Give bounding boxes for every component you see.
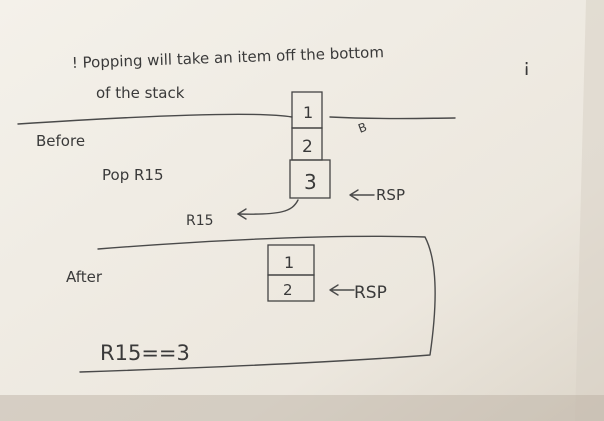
arrow-left-icon [237,208,247,220]
before-instruction: Pop R15 [102,166,164,184]
before-rsp-label: RSP [376,186,405,204]
header-end-mark: ¡ [523,56,530,77]
after-label: After [66,268,103,286]
after-rsp-label: RSP [354,283,387,303]
header-line-2: of the stack [96,84,185,102]
after-stack-value: 1 [284,253,294,272]
after-stack-value: 2 [283,281,293,299]
before-label: Before [36,132,85,150]
before-region-outline [17,113,293,125]
result-text: R15==3 [100,341,190,365]
before-stack: 1 2 3 [289,91,331,199]
before-stack-value: 3 [304,170,317,194]
before-stack-value: 2 [302,137,313,157]
after-rsp-pointer: RSP [329,283,387,303]
arrow-left-icon [349,189,375,201]
pop-arrow [237,199,299,215]
before-stack-value: 1 [303,103,313,122]
popped-target-label: R15 [186,213,214,229]
after-region-outline [79,235,436,373]
before-stack-cell [289,159,331,199]
before-rsp-pointer: RSP [349,186,405,204]
after-stack-cell [267,274,315,302]
paper-edge-right [575,0,604,421]
paper-bottom-shadow [0,395,604,421]
arrow-left-icon [329,284,355,296]
after-stack: 1 2 [267,244,315,302]
before-divider-line [329,116,456,120]
